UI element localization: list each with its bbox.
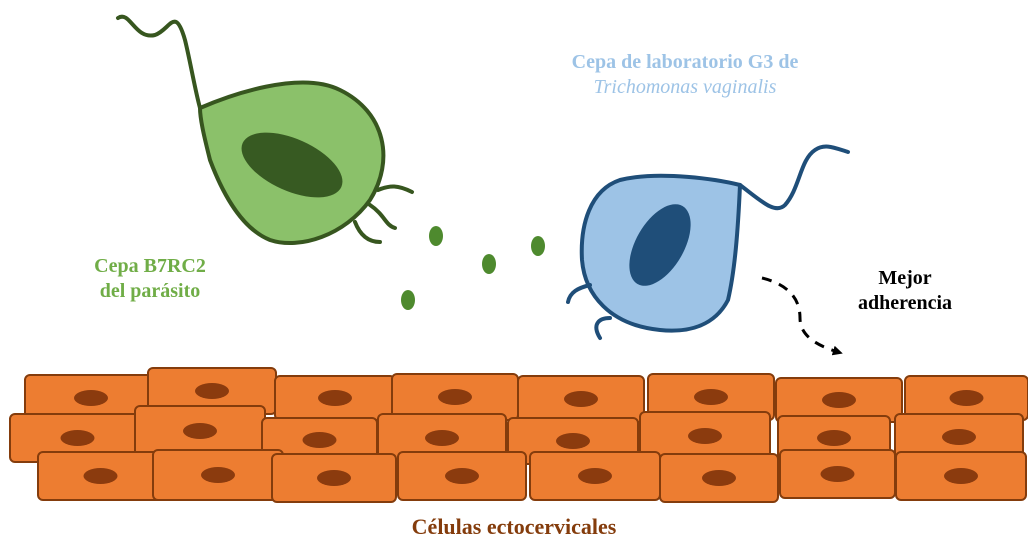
g3-strain-label: Cepa de laboratorio G3 de Trichomonas va… (520, 50, 850, 100)
green-parasite-flagellum (118, 17, 200, 108)
cell-nucleus (821, 466, 855, 482)
blue-parasite-flagellum (740, 146, 848, 208)
b7rc2-strain-label: Cepa B7RC2 del parásito (60, 254, 240, 304)
cell-nucleus (195, 383, 229, 399)
green-parasite-flagellum-2 (370, 205, 395, 228)
green-parasite-icon (118, 17, 412, 243)
cell-nucleus (74, 390, 108, 406)
cell-nucleus (61, 430, 95, 446)
dashed-curved-arrow-icon (762, 278, 838, 352)
g3-label-line1: Cepa de laboratorio G3 de (520, 50, 850, 75)
cell-nucleus (688, 428, 722, 444)
cell-nucleus (425, 430, 459, 446)
cell-nucleus (445, 468, 479, 484)
cell-nucleus (694, 389, 728, 405)
particle (401, 290, 415, 310)
cells-label-text: Células ectocervicales (314, 513, 714, 541)
blue-parasite-icon (568, 146, 848, 338)
b7rc2-label-line2: del parásito (60, 279, 240, 304)
particle (482, 254, 496, 274)
cell-nucleus (438, 389, 472, 405)
green-parasite-flagellum-1 (378, 186, 412, 192)
cell-nucleus (564, 391, 598, 407)
particle (429, 226, 443, 246)
cell-nucleus (578, 468, 612, 484)
cell-nucleus (702, 470, 736, 486)
cell-nucleus (817, 430, 851, 446)
cell-nucleus (317, 470, 351, 486)
b7rc2-label-line1: Cepa B7RC2 (60, 254, 240, 279)
cell-nucleus (84, 468, 118, 484)
g3-label-line2: Trichomonas vaginalis (520, 75, 850, 100)
cell-nucleus (822, 392, 856, 408)
cell-nucleus (944, 468, 978, 484)
cell-nucleus (942, 429, 976, 445)
ectocervical-cells (10, 368, 1028, 502)
adherence-label-line2: adherencia (830, 291, 980, 316)
adherence-label: Mejor adherencia (830, 266, 980, 316)
secreted-particles (401, 226, 545, 310)
blue-parasite-flagellum-1 (568, 285, 590, 302)
cell-nucleus (950, 390, 984, 406)
cell-nucleus (201, 467, 235, 483)
adherence-label-line1: Mejor (830, 266, 980, 291)
cell-nucleus (303, 432, 337, 448)
cell-nucleus (183, 423, 217, 439)
green-parasite-flagellum-3 (355, 222, 380, 242)
cells-label: Células ectocervicales (314, 513, 714, 541)
particle (531, 236, 545, 256)
cell-nucleus (318, 390, 352, 406)
blue-parasite-flagellum-2 (596, 318, 610, 338)
cell-nucleus (556, 433, 590, 449)
